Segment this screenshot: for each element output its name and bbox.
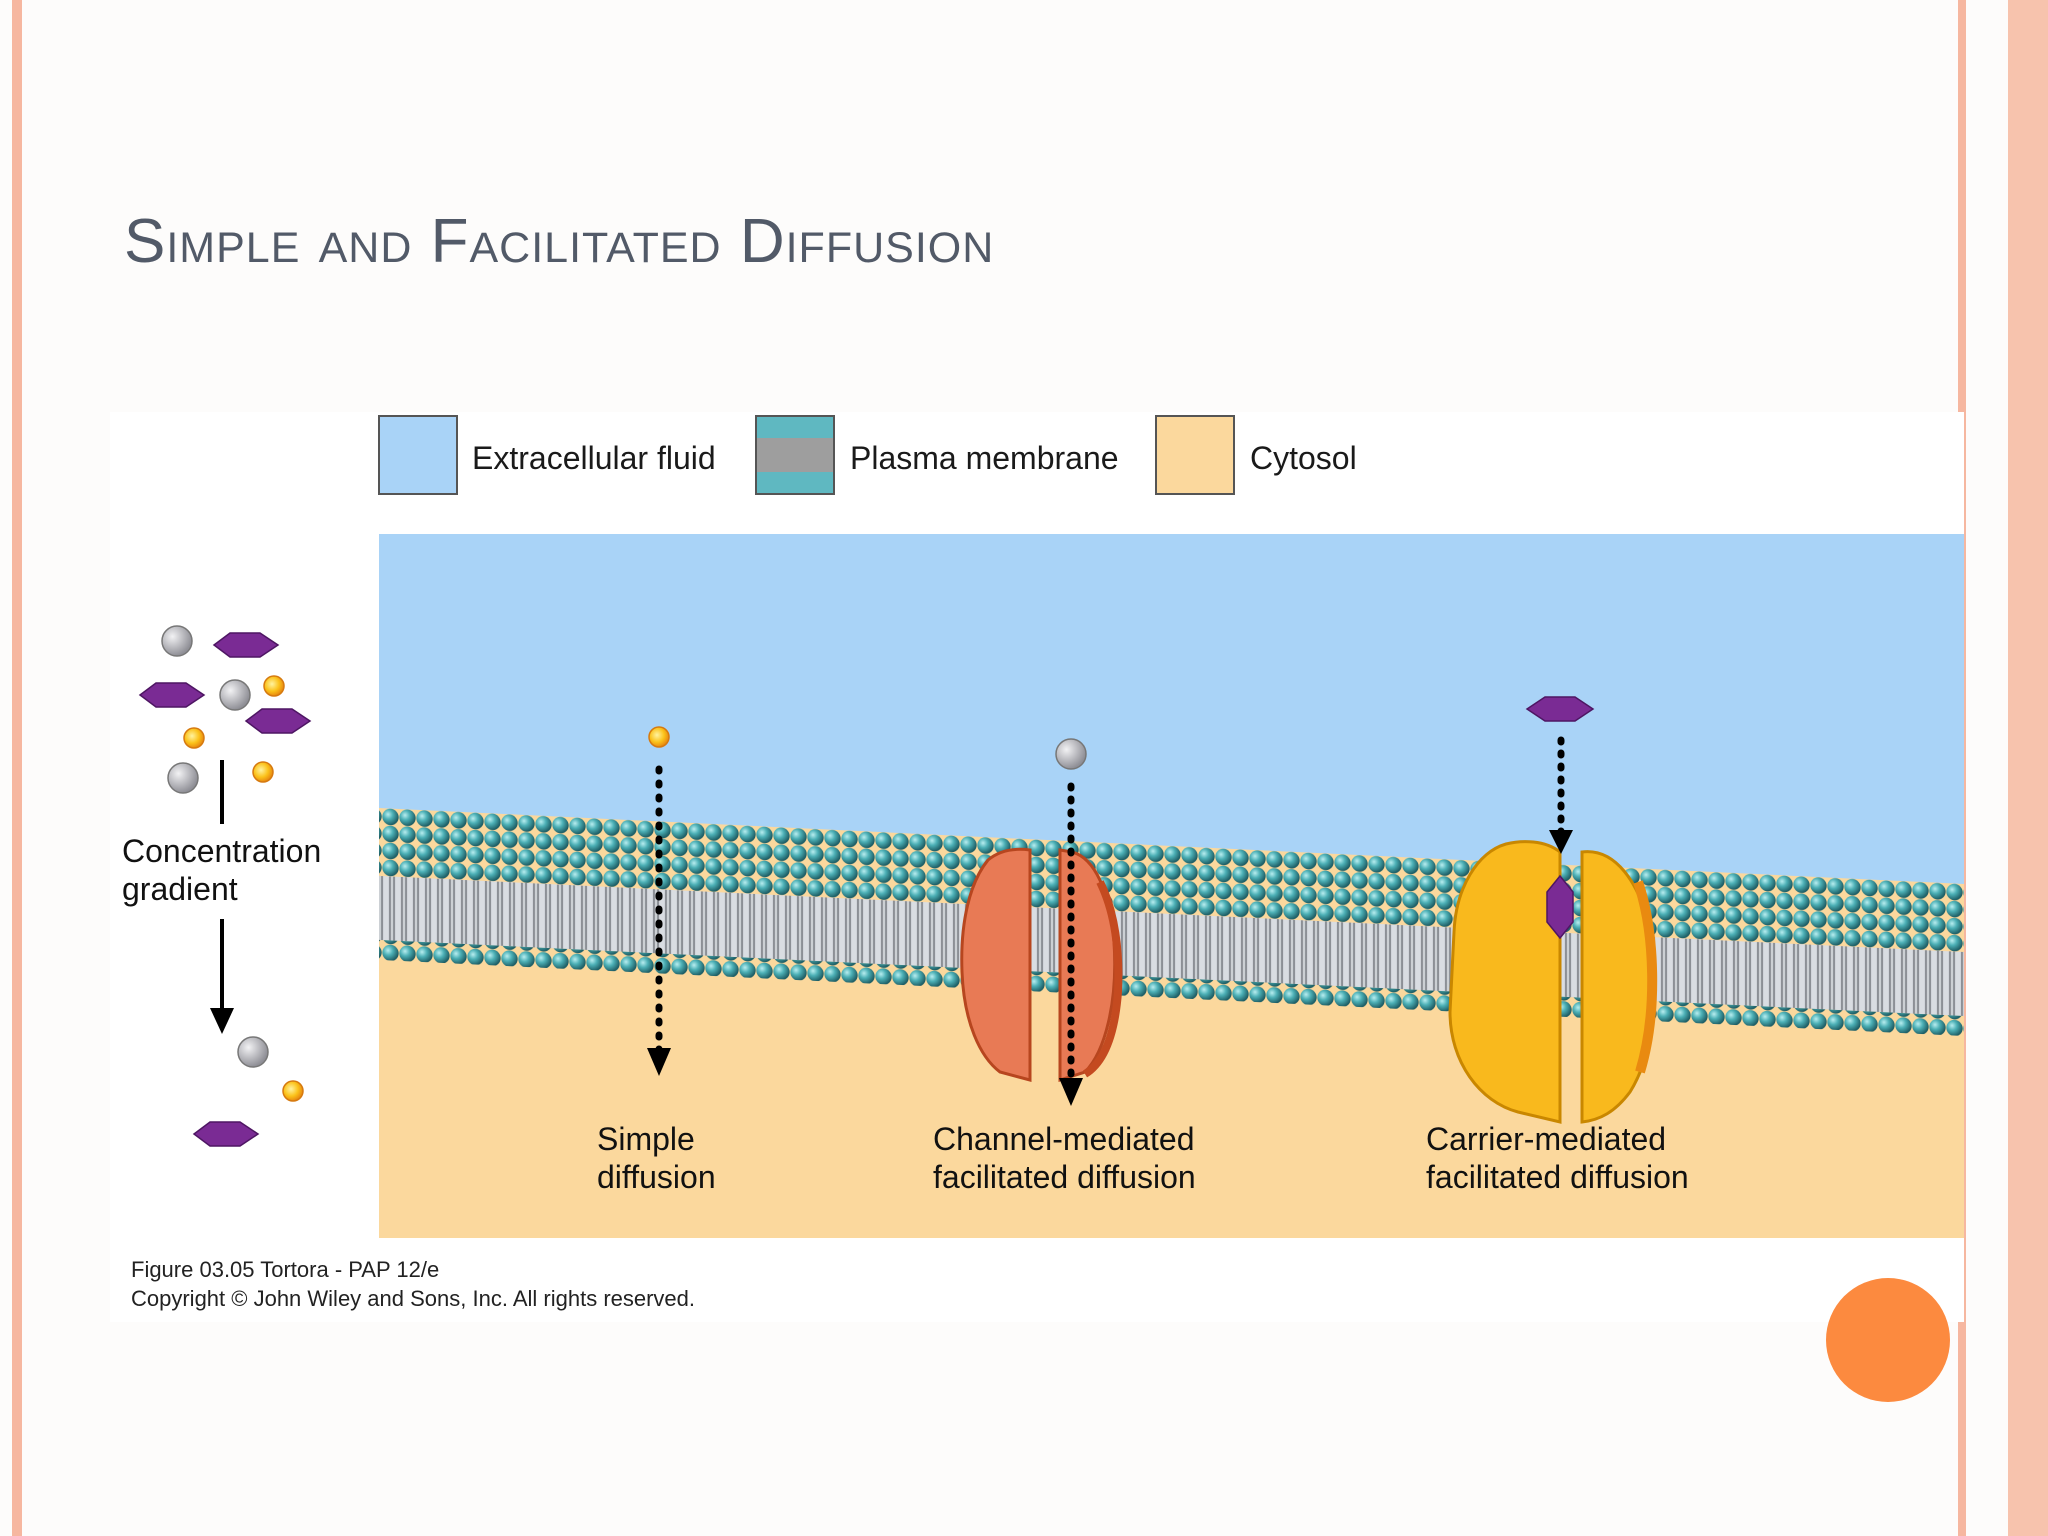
- carrier-diffusion-label-2: facilitated diffusion: [1426, 1159, 1689, 1195]
- legend-cytosol-swatch: [1155, 415, 1235, 495]
- channel-diffusion-label-2: facilitated diffusion: [933, 1159, 1196, 1195]
- high-concentration-solutes: [138, 625, 312, 794]
- diffusion-figure: Extracellular fluid Plasma membrane Cyto…: [110, 412, 1964, 1322]
- carrier-diffusion-label-1: Carrier-mediated: [1426, 1121, 1666, 1157]
- diffusion-diagram-svg: Extracellular fluid Plasma membrane Cyto…: [122, 415, 1964, 1311]
- membrane-panel: Simple diffusion Channel-mediated facili…: [379, 534, 1964, 1238]
- legend-cytosol-label: Cytosol: [1250, 440, 1357, 476]
- simple-diffusion-label-1: Simple: [597, 1121, 695, 1157]
- purple-solute: [1525, 696, 1595, 722]
- gradient-label-2: gradient: [122, 871, 238, 907]
- channel-diffusion-label-1: Channel-mediated: [933, 1121, 1195, 1157]
- yellow-solute: [648, 726, 670, 748]
- concentration-gradient: Concentration gradient: [122, 625, 321, 1147]
- legend-membrane-label: Plasma membrane: [850, 440, 1119, 476]
- decorative-orange-circle: [1826, 1278, 1950, 1402]
- low-concentration-solutes: [192, 1036, 304, 1147]
- legend-membrane-swatch: [755, 415, 835, 495]
- gradient-arrow-head: [210, 1008, 234, 1034]
- legend-extracellular-swatch: [378, 415, 458, 495]
- bound-purple-solute: [1546, 874, 1574, 940]
- carrier-protein: [1448, 696, 1658, 1124]
- slide-title: Simple and Facilitated Diffusion: [124, 207, 995, 276]
- extracellular-region: [379, 534, 1964, 884]
- gray-solute: [1055, 738, 1087, 770]
- channel-protein: [960, 738, 1123, 1106]
- right-accent-stripe-outer: [2008, 0, 2048, 1536]
- legend-extracellular-label: Extracellular fluid: [472, 440, 716, 476]
- channel-arrow-head: [1059, 1078, 1083, 1106]
- left-accent-stripe: [12, 0, 22, 1536]
- simple-diffusion-path: [647, 726, 671, 1076]
- simple-arrow-head: [647, 1048, 671, 1076]
- simple-diffusion-label-2: diffusion: [597, 1159, 716, 1195]
- gradient-label-1: Concentration: [122, 833, 321, 869]
- figure-credit-line1: Figure 03.05 Tortora - PAP 12/e: [131, 1257, 439, 1282]
- figure-credit-line2: Copyright © John Wiley and Sons, Inc. Al…: [131, 1286, 695, 1311]
- legend: Extracellular fluid Plasma membrane Cyto…: [378, 415, 1357, 495]
- carrier-arrow-head: [1549, 830, 1573, 854]
